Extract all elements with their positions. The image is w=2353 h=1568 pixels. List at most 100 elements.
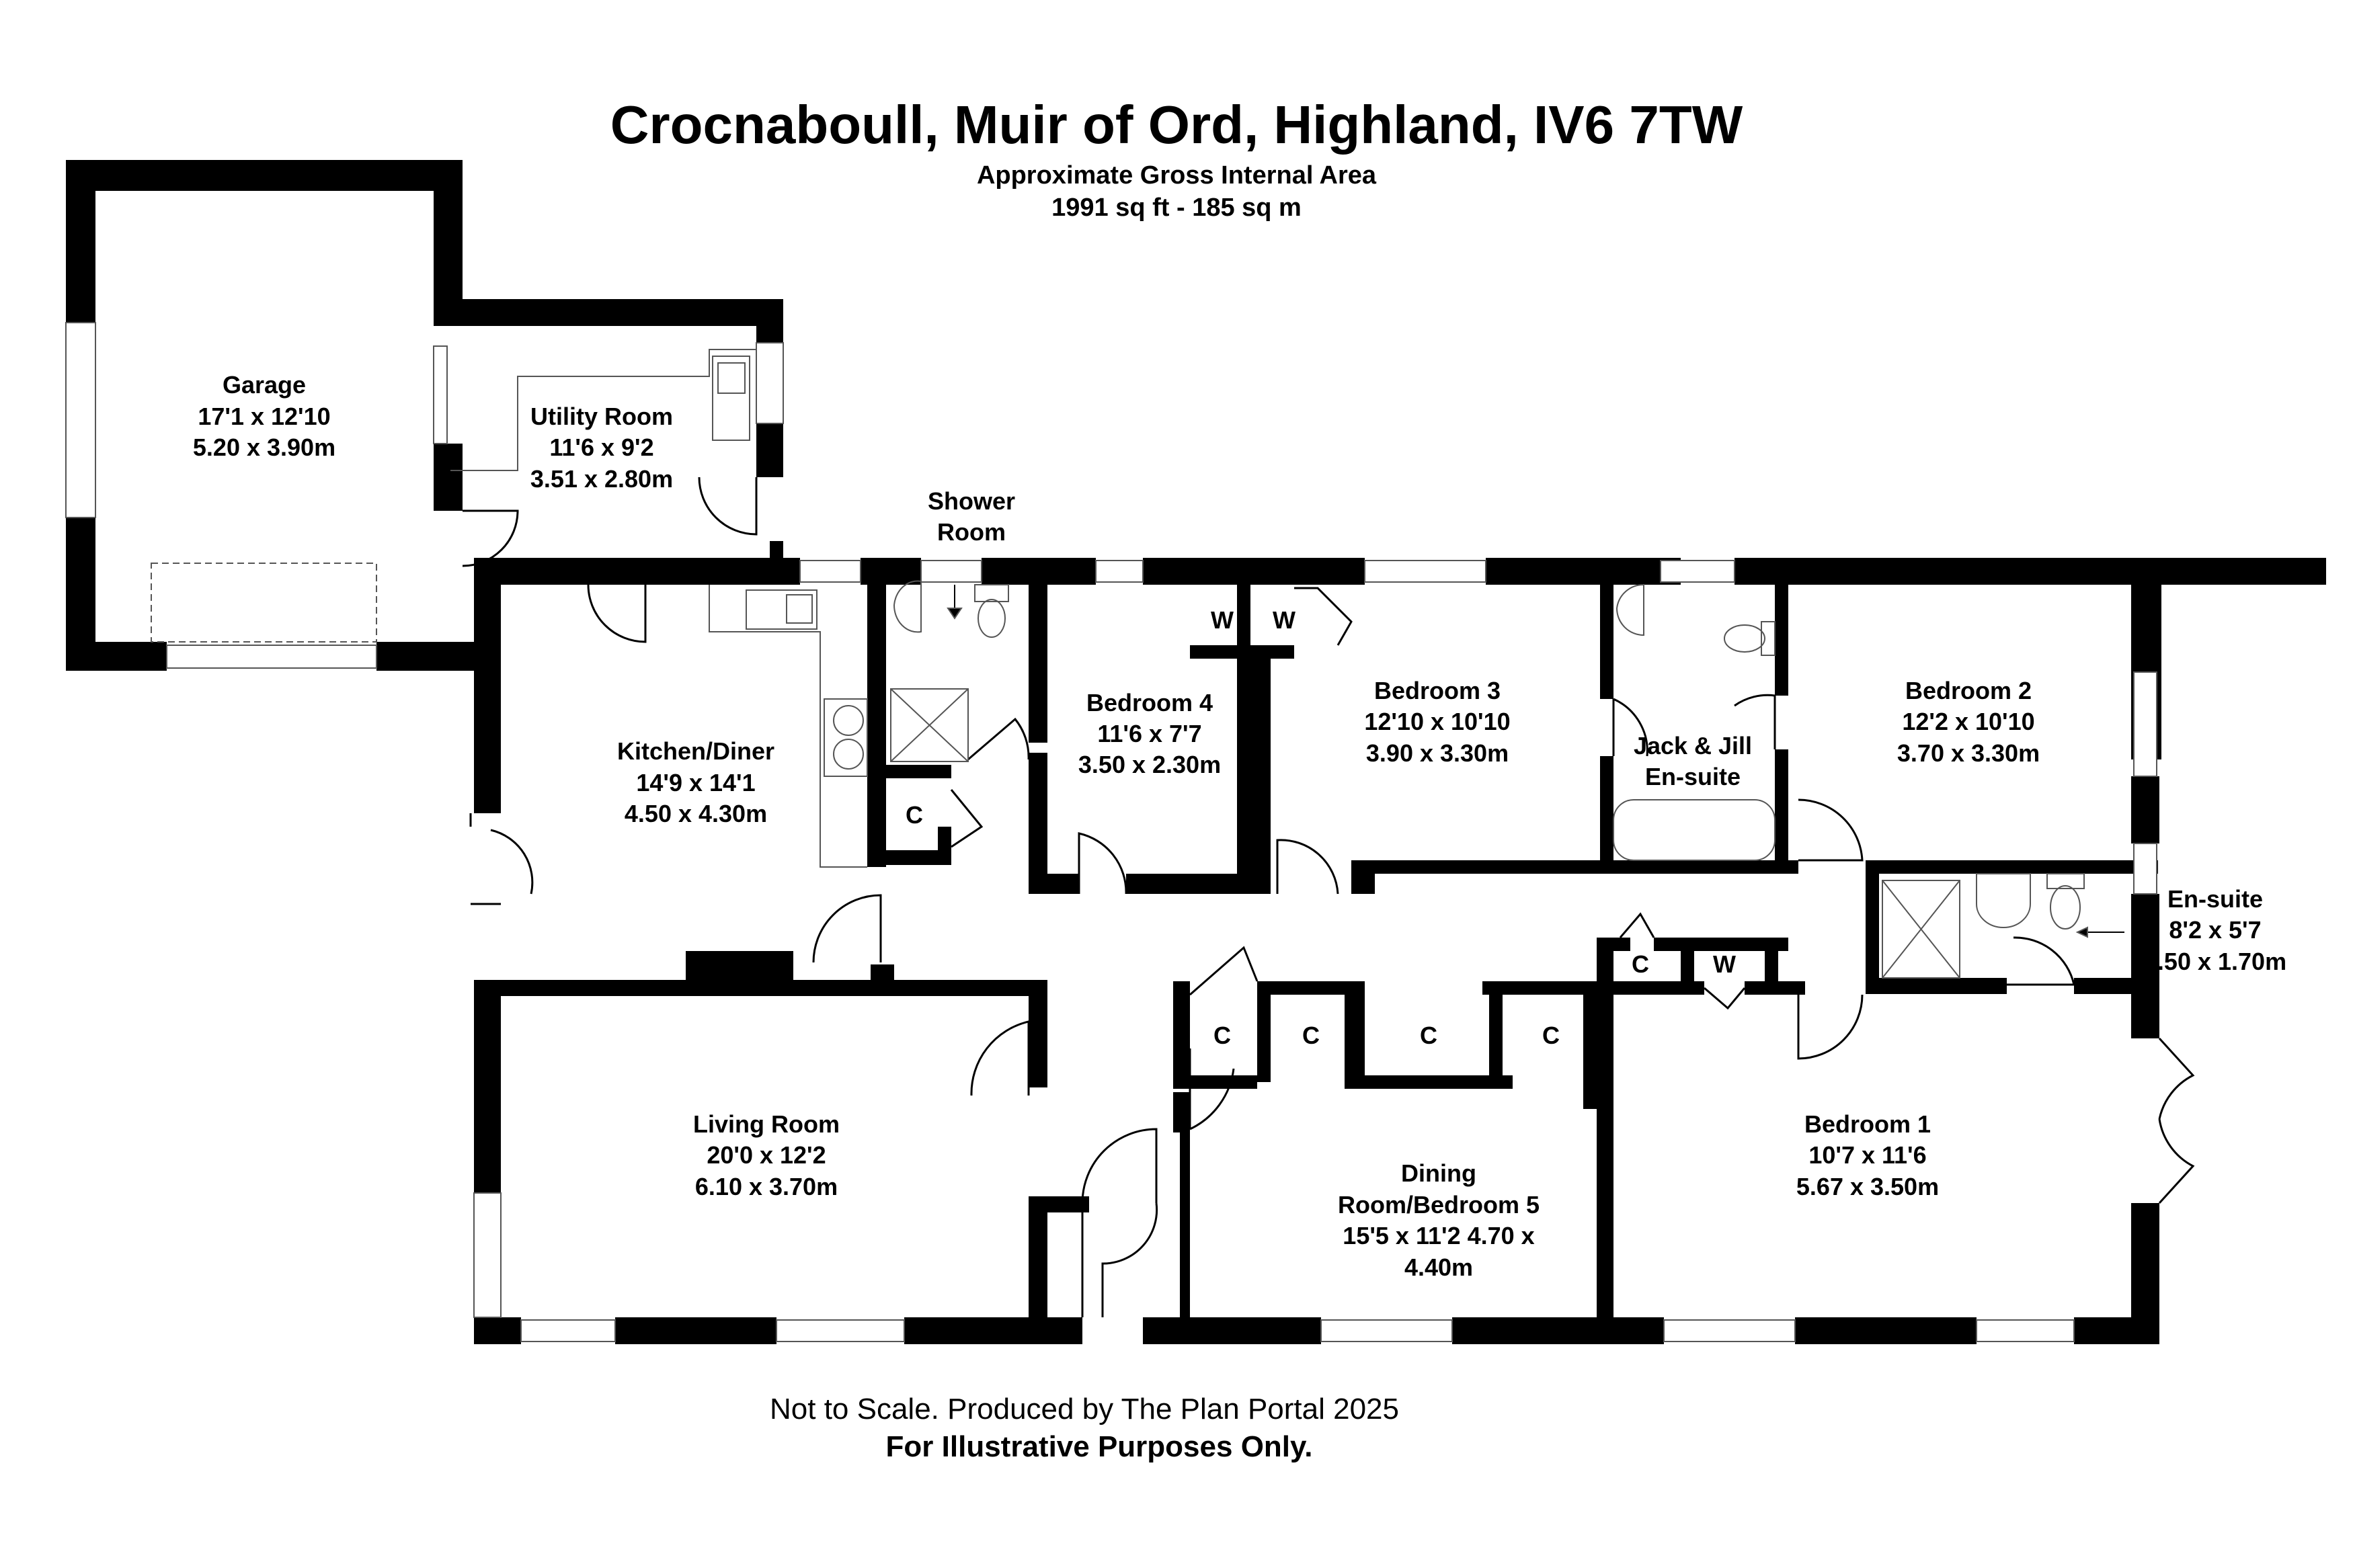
door (462, 509, 519, 567)
wardrobe-label: W (1713, 950, 1736, 978)
hob-ring (833, 705, 864, 736)
dining-line-4: 4.40m (1404, 1253, 1473, 1281)
jackjill-name-2: En-suite (1645, 763, 1741, 790)
wall (1029, 980, 1047, 1087)
shower-basin-icon (893, 580, 922, 633)
shower-name-1: Shower (928, 487, 1015, 515)
bedroom4-metric: 3.50 x 2.30m (1078, 751, 1221, 778)
wall (1600, 756, 1613, 874)
window (1976, 1319, 2075, 1342)
door (1081, 1128, 1158, 1317)
cupboard-label: C (1542, 1022, 1560, 1049)
window (799, 560, 861, 583)
cupboard-label: C (1302, 1022, 1320, 1049)
hob-icon (824, 698, 868, 777)
bedroom2-imperial: 12'2 x 10'10 (1902, 708, 2034, 735)
wall (2074, 978, 2159, 994)
window (1663, 1319, 1796, 1342)
ensuite-shower-icon (1882, 880, 1960, 979)
window (1095, 560, 1144, 583)
shower-tray-icon (890, 688, 969, 762)
shower-name-2: Room (937, 518, 1006, 546)
window (1320, 1319, 1453, 1342)
area-label: Approximate Gross Internal Area (976, 161, 1377, 190)
door (1797, 994, 1864, 1060)
wall (1597, 938, 1630, 951)
wall (2131, 558, 2159, 672)
wall (1029, 753, 1047, 894)
wall (1143, 1317, 1321, 1344)
wall (1257, 645, 1271, 659)
wall (66, 160, 463, 191)
door (1612, 698, 1648, 757)
door (587, 584, 647, 643)
wall (2131, 776, 2159, 843)
window (166, 645, 377, 669)
wall (1173, 1075, 1257, 1089)
door (2158, 1037, 2195, 1204)
wall (615, 1317, 776, 1344)
bedroom1-name: Bedroom 1 (1804, 1110, 1931, 1138)
dining-line-3: 15'5 x 11'2 4.70 x (1343, 1222, 1534, 1249)
wall (474, 981, 501, 1203)
wall (474, 558, 800, 585)
kitchen-name: Kitchen/Diner (617, 737, 774, 765)
wall (1597, 981, 1704, 995)
kitchen-sink-icon (746, 589, 817, 630)
wall (1866, 860, 2158, 874)
shower-tray-cross (890, 688, 969, 762)
wall (1237, 864, 1271, 894)
window (776, 1319, 905, 1342)
ensuite-metric: 2.50 x 1.70m (2144, 948, 2286, 975)
wall (871, 964, 894, 981)
arrow-icon (947, 608, 963, 620)
page-title: Crocnaboull, Muir of Ord, Highland, IV6 … (610, 95, 1743, 155)
door (967, 717, 1030, 761)
ensuite-wc-cistern (2046, 873, 2085, 889)
cupboard-label: C (1420, 1022, 1437, 1049)
window (1660, 560, 1735, 583)
window (1364, 560, 1486, 583)
kitchen-metric: 4.50 x 4.30m (625, 800, 767, 827)
bedroom4-name: Bedroom 4 (1086, 689, 1213, 716)
wall (2131, 894, 2159, 1038)
window (520, 1319, 616, 1342)
wall (1452, 1317, 1664, 1344)
wall (874, 850, 951, 865)
wall (1866, 978, 2007, 994)
window (473, 1192, 502, 1318)
bedroom1-metric: 5.67 x 3.50m (1796, 1173, 1939, 1200)
wall (1257, 659, 1271, 880)
door (1276, 839, 1339, 895)
dining-name-1: Dining (1401, 1159, 1476, 1187)
wall (434, 299, 783, 326)
wall (1126, 874, 1247, 894)
wall (1029, 558, 1047, 743)
wall (1029, 1196, 1089, 1212)
windows (65, 322, 2157, 1342)
wall (474, 558, 501, 813)
wall (686, 951, 793, 981)
living-name: Living Room (693, 1110, 840, 1138)
wall (1745, 981, 1805, 995)
kitchen-sink-bowl (786, 594, 813, 624)
wall (1734, 558, 2326, 585)
wardrobe-label: W (1273, 606, 1295, 634)
fixtures (151, 349, 2124, 979)
wall (1866, 860, 1879, 981)
wall (1600, 585, 1613, 699)
jj-basin-icon (1616, 583, 1644, 636)
bedroom3-imperial: 12'10 x 10'10 (1364, 708, 1510, 735)
utility-metric: 3.51 x 2.80m (530, 465, 673, 493)
bath-icon (1613, 799, 1776, 861)
wall (1029, 1196, 1047, 1317)
garage-imperial: 17'1 x 12'10 (198, 403, 330, 430)
patio-door-gap (2134, 1038, 2157, 1203)
window (920, 560, 982, 583)
wall (1237, 578, 1250, 652)
room-labels: Garage 17'1 x 12'10 5.20 x 3.90m Utility… (193, 371, 2286, 1281)
purpose-note: For Illustrative Purposes Only. (885, 1430, 1313, 1463)
ensuite-basin-icon (1976, 873, 2031, 928)
area-value: 1991 sq ft - 185 sq m (1051, 194, 1302, 222)
door (812, 894, 882, 963)
